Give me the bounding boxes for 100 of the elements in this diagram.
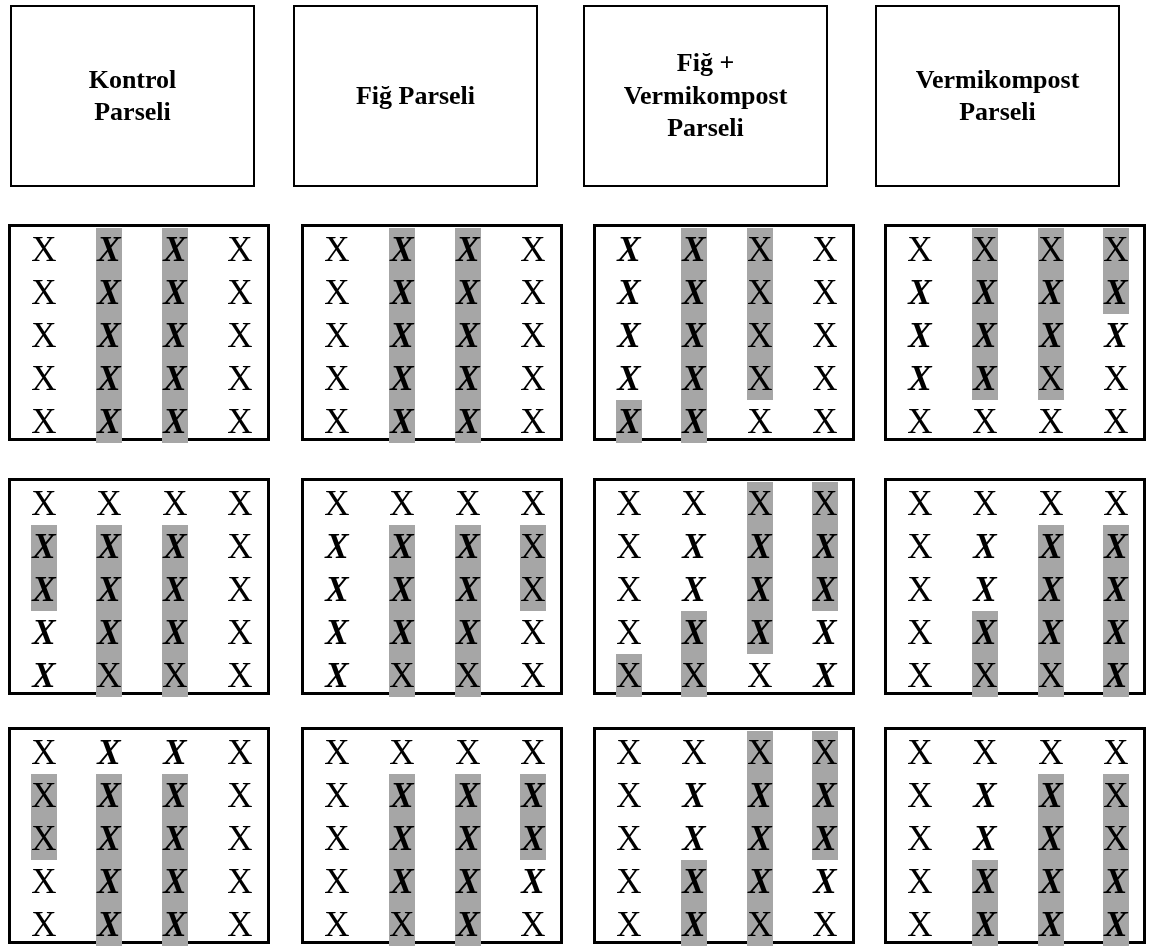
highlighted-x-mark: X: [31, 525, 57, 568]
x-mark: X: [972, 818, 998, 860]
x-mark: X: [972, 775, 998, 817]
highlighted-x-mark: X: [520, 525, 546, 568]
highlighted-x-mark: X: [520, 774, 546, 817]
x-mark: X: [324, 818, 350, 860]
highlighted-x-mark: X: [747, 568, 773, 611]
highlighted-x-mark: X: [681, 903, 707, 946]
highlighted-x-mark: X: [520, 568, 546, 611]
highlighted-x-mark: X: [96, 400, 122, 443]
x-mark: X: [616, 775, 642, 817]
x-mark: X: [907, 526, 933, 568]
x-mark: X: [324, 861, 350, 903]
highlighted-x-mark: X: [96, 228, 122, 271]
x-mark: X: [31, 401, 57, 443]
x-mark: X: [227, 229, 253, 271]
x-mark: X: [324, 401, 350, 443]
highlighted-x-mark: X: [972, 228, 998, 271]
x-mark: X: [1103, 483, 1129, 525]
x-mark: X: [227, 401, 253, 443]
x-mark: X: [907, 904, 933, 946]
x-mark: X: [616, 818, 642, 860]
plot-grid: [884, 727, 1146, 944]
highlighted-x-mark: X: [455, 357, 481, 400]
highlighted-x-mark: X: [747, 731, 773, 774]
x-mark: X: [520, 612, 546, 654]
x-mark: X: [1103, 732, 1129, 774]
highlighted-x-mark: X: [389, 611, 415, 654]
x-mark: X: [907, 861, 933, 903]
x-mark: X: [907, 569, 933, 611]
highlighted-x-mark: X: [455, 654, 481, 697]
x-mark: X: [324, 272, 350, 314]
highlighted-x-mark: X: [972, 860, 998, 903]
x-mark: X: [324, 315, 350, 357]
plot-title: Fiğ Parseli: [355, 79, 476, 112]
x-mark: X: [812, 904, 838, 946]
highlighted-x-mark: X: [96, 357, 122, 400]
x-mark: X: [907, 315, 933, 357]
x-mark: X: [972, 483, 998, 525]
highlighted-x-mark: X: [1103, 774, 1129, 817]
highlighted-x-mark: X: [389, 654, 415, 697]
highlighted-x-mark: X: [455, 817, 481, 860]
x-mark: X: [812, 655, 838, 697]
x-mark: X: [907, 358, 933, 400]
x-mark: X: [1103, 401, 1129, 443]
highlighted-x-mark: X: [616, 400, 642, 443]
highlighted-x-mark: X: [96, 654, 122, 697]
x-mark: X: [616, 315, 642, 357]
x-mark: X: [972, 401, 998, 443]
plot-header-box: [875, 5, 1120, 187]
x-mark: X: [520, 732, 546, 774]
highlighted-x-mark: X: [812, 568, 838, 611]
highlighted-x-mark: X: [681, 654, 707, 697]
x-mark: X: [520, 655, 546, 697]
highlighted-x-mark: X: [747, 314, 773, 357]
highlighted-x-mark: X: [389, 817, 415, 860]
x-mark: X: [96, 732, 122, 774]
highlighted-x-mark: X: [972, 314, 998, 357]
highlighted-x-mark: X: [162, 903, 188, 946]
x-mark: X: [389, 483, 415, 525]
highlighted-x-mark: X: [96, 314, 122, 357]
x-mark: X: [31, 315, 57, 357]
highlighted-x-mark: X: [972, 903, 998, 946]
highlighted-x-mark: X: [96, 568, 122, 611]
x-mark: X: [520, 272, 546, 314]
highlighted-x-mark: X: [455, 525, 481, 568]
x-mark: X: [227, 861, 253, 903]
highlighted-x-mark: X: [1038, 817, 1064, 860]
x-mark: X: [324, 358, 350, 400]
highlighted-x-mark: X: [455, 228, 481, 271]
highlighted-x-mark: X: [1103, 903, 1129, 946]
highlighted-x-mark: X: [455, 314, 481, 357]
x-mark: X: [227, 569, 253, 611]
highlighted-x-mark: X: [162, 611, 188, 654]
highlighted-x-mark: X: [1103, 228, 1129, 271]
plot-grid: [884, 224, 1146, 441]
x-mark: X: [227, 775, 253, 817]
x-mark: X: [907, 272, 933, 314]
highlighted-x-mark: X: [162, 228, 188, 271]
highlighted-x-mark: X: [681, 400, 707, 443]
highlighted-x-mark: X: [389, 774, 415, 817]
x-mark: X: [616, 904, 642, 946]
highlighted-x-mark: X: [1038, 228, 1064, 271]
x-mark: X: [616, 612, 642, 654]
highlighted-x-mark: X: [972, 611, 998, 654]
x-mark: X: [681, 569, 707, 611]
x-mark: X: [31, 483, 57, 525]
highlighted-x-mark: X: [389, 903, 415, 946]
x-mark: X: [31, 229, 57, 271]
plot-grid: [593, 478, 855, 695]
highlighted-x-mark: X: [389, 525, 415, 568]
plot-grid: [593, 224, 855, 441]
x-mark: X: [907, 229, 933, 271]
plot-header-box: [293, 5, 538, 187]
x-mark: X: [455, 732, 481, 774]
x-mark: X: [31, 861, 57, 903]
x-mark: X: [681, 483, 707, 525]
x-mark: X: [455, 483, 481, 525]
x-mark: X: [812, 272, 838, 314]
x-mark: X: [1038, 483, 1064, 525]
